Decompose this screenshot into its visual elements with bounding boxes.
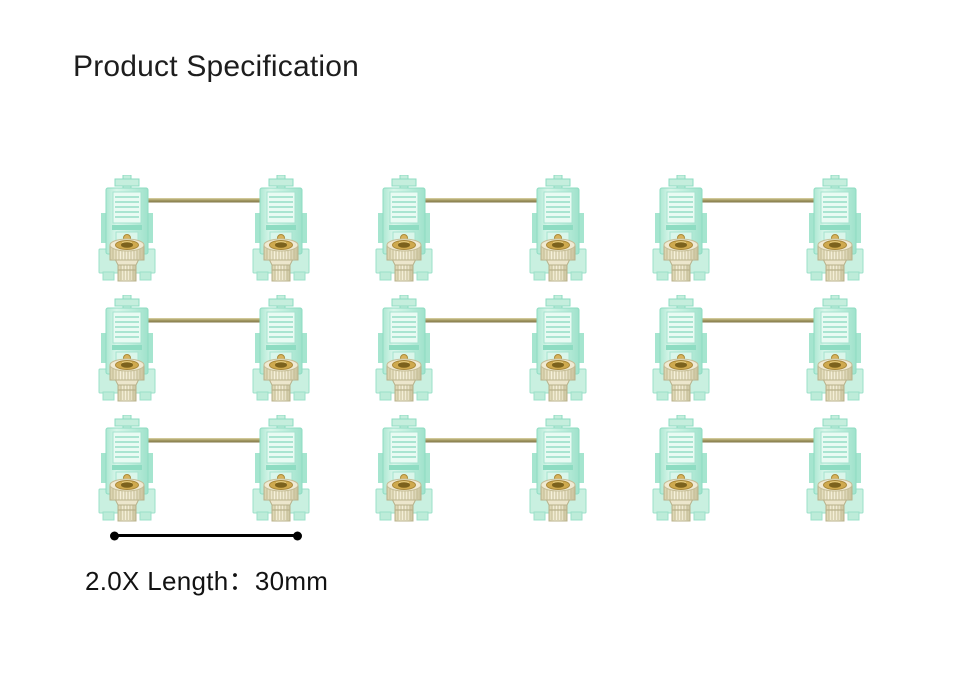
- stabilizer-illustration: [375, 175, 587, 287]
- stabilizer-image-3: [652, 175, 864, 287]
- stabilizer-illustration: [98, 175, 310, 287]
- dimension-label: 2.0X Length：30mm: [85, 566, 329, 596]
- stabilizer-image-7: [98, 415, 310, 527]
- page-title: Product Specification: [73, 50, 360, 83]
- stabilizer-image-5: [375, 295, 587, 407]
- stabilizer-illustration: [652, 175, 864, 287]
- stabilizer-image-1: [98, 175, 310, 287]
- stabilizer-illustration: [375, 415, 587, 527]
- stabilizer-image-4: [98, 295, 310, 407]
- stabilizer-illustration: [98, 415, 310, 527]
- stabilizer-illustration: [375, 295, 587, 407]
- stabilizer-illustration: [652, 295, 864, 407]
- dimension-endpoint-dot-left: [110, 531, 119, 540]
- product-grid: [98, 175, 864, 527]
- stabilizer-image-8: [375, 415, 587, 527]
- stabilizer-illustration: [652, 415, 864, 527]
- stabilizer-image-6: [652, 295, 864, 407]
- stabilizer-illustration: [98, 295, 310, 407]
- stabilizer-image-2: [375, 175, 587, 287]
- stabilizer-image-9: [652, 415, 864, 527]
- dimension-line: [110, 531, 302, 540]
- dimension-endpoint-dot-right: [293, 531, 302, 540]
